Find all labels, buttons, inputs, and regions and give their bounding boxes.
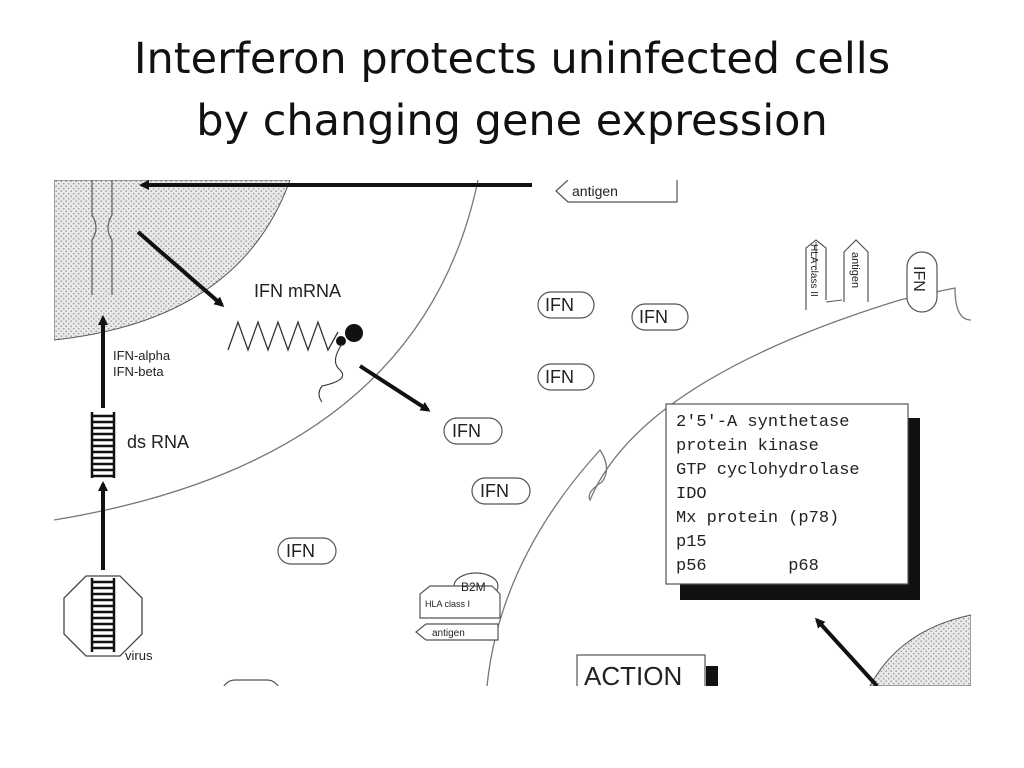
- ifn-bound-label: IFN: [910, 266, 927, 292]
- action-shadow: [706, 666, 718, 686]
- b2m-label: B2M: [461, 580, 486, 594]
- hla-class-ii-receptor: [805, 239, 827, 310]
- nascent-protein: [318, 343, 344, 403]
- hla-class-i-receptor: [419, 585, 501, 619]
- action-arrow: [814, 617, 879, 686]
- ifn-badge-label: IFN: [639, 307, 668, 327]
- hla-class-ii-label: HLA class II: [808, 244, 819, 297]
- ds-rna-icon: [90, 412, 116, 478]
- mrna-zigzag: [227, 320, 339, 352]
- virus-icon: [63, 575, 143, 657]
- ifn-badges: [223, 291, 689, 686]
- gene-product-item: p56 p68: [676, 557, 819, 576]
- chromosome-icon: [91, 180, 113, 295]
- uninfected-cell-nucleus: [869, 614, 971, 686]
- ifn-alpha-label: IFN-alpha: [113, 348, 171, 363]
- infected-cell-membrane: [54, 180, 479, 521]
- gene-product-item: protein kinase: [676, 437, 819, 456]
- title-line-1: Interferon protects uninfected cells: [133, 34, 891, 84]
- gene-product-item: Mx protein (p78): [676, 509, 839, 528]
- antigen-label-bottom: antigen: [432, 628, 465, 639]
- antigen-label-vertical: antigen: [849, 252, 861, 288]
- ifn-badge-label: IFN: [545, 295, 574, 315]
- ifn-badge-label: IFN: [286, 541, 315, 561]
- ds-rna-label: ds RNA: [127, 432, 189, 452]
- ifn-beta-label: IFN-beta: [113, 364, 164, 379]
- title-line-2: by changing gene expression: [196, 96, 828, 146]
- ifn-bound-receptor: [906, 251, 938, 313]
- action-label: ACTION: [584, 661, 682, 691]
- gene-product-item: IDO: [676, 485, 707, 504]
- gene-product-item: GTP cyclohydrolase: [676, 461, 860, 480]
- ifn-badge-label: IFN: [480, 481, 509, 501]
- ribosome-large: [345, 324, 363, 342]
- secretion-arrow: [358, 364, 431, 412]
- gene-product-item: 2'5'-A synthetase: [676, 413, 849, 432]
- hla-class-i-label: HLA class I: [425, 599, 470, 609]
- action-box: [576, 654, 706, 686]
- ribosome-small: [336, 336, 346, 346]
- virus-label: virus: [125, 648, 153, 663]
- antigen-tag-bottom: [415, 623, 499, 641]
- ifn-badge-label: IFN: [545, 367, 574, 387]
- gene-products-box: [665, 403, 909, 585]
- ifn-badge-label: IFN: [452, 421, 481, 441]
- transcription-arrow: [136, 230, 225, 307]
- antigen-label-top: antigen: [572, 183, 618, 199]
- antigen-receptor-vertical: [843, 239, 869, 302]
- gene-product-item: p15: [676, 533, 707, 552]
- antigen-tag-top: [555, 180, 678, 203]
- ifn-mrna-label: IFN mRNA: [254, 281, 341, 301]
- uninfected-cell-membrane: [486, 287, 971, 686]
- slide-title: Interferon protects uninfected cells by …: [0, 28, 1024, 152]
- hla-class-ii-stem: [825, 299, 843, 303]
